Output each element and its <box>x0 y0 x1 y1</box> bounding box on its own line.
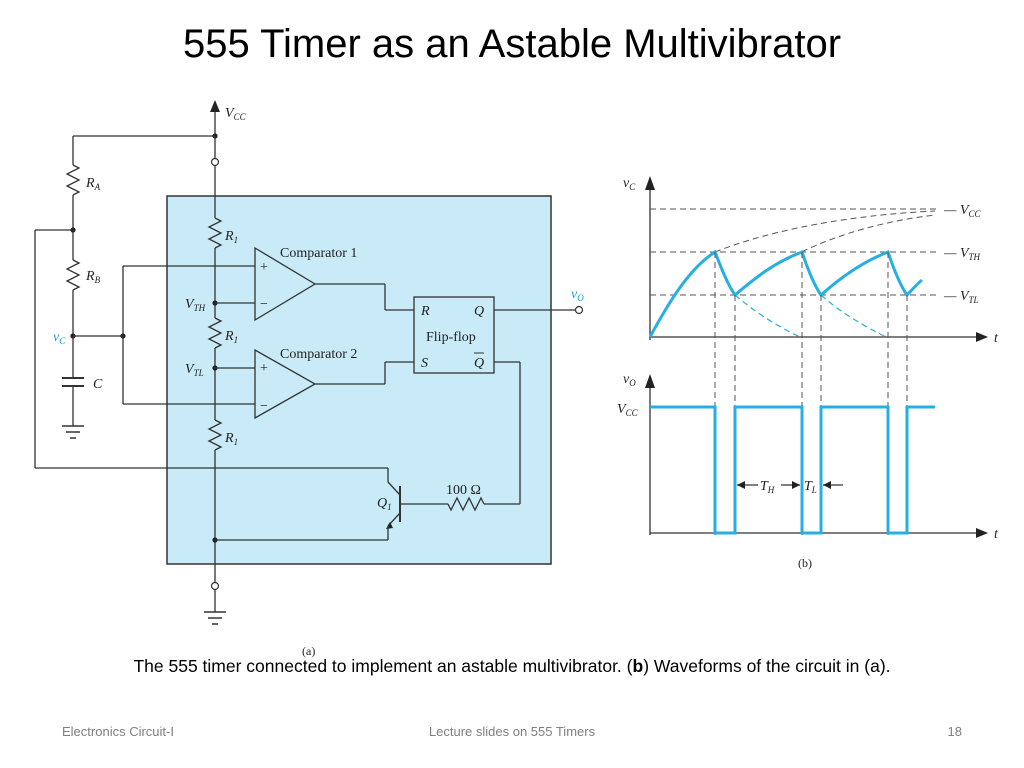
vc-axis-label: vC <box>623 176 636 192</box>
ground-bottom <box>204 611 226 625</box>
vcc-arrow-head <box>210 100 220 112</box>
comp2-plus: + <box>260 361 268 376</box>
vth-level-label: — VTH <box>943 246 981 262</box>
th-label: TH <box>760 479 775 495</box>
ic-555-box <box>166 195 552 565</box>
resistor-r1-mid <box>207 317 223 349</box>
resistor-r1-top <box>207 217 223 249</box>
charge-asymptote-1 <box>714 210 936 253</box>
comparator-2-label: Comparator 2 <box>280 347 357 362</box>
flip-flop-label: Flip-flop <box>426 330 476 345</box>
comparator-1 <box>254 246 317 322</box>
vtl-level-label: — VTL <box>943 289 979 305</box>
ground-left <box>62 425 84 439</box>
ff-s: S <box>421 356 428 371</box>
ff-q: Q <box>474 304 484 319</box>
c-label: C <box>93 377 103 392</box>
t-label-top: t <box>994 331 999 346</box>
r1-bottom-label: R1 <box>224 431 238 447</box>
figure-caption: The 555 timer connected to implement an … <box>133 656 891 676</box>
footer-course: Electronics Circuit-I <box>62 724 174 739</box>
transistor-q1 <box>215 468 401 541</box>
vo-label: vO <box>571 287 584 303</box>
ff-r: R <box>420 304 430 319</box>
comparator-1-label: Comparator 1 <box>280 246 357 261</box>
vth-label: VTH <box>185 297 206 313</box>
vcc-label: VCC <box>225 106 247 122</box>
resistor-100-label: 100 Ω <box>446 483 481 498</box>
discharge-continuation-1 <box>734 294 801 338</box>
slide-title: 555 Timer as an Astable Multivibrator <box>182 22 842 66</box>
ff-qbar: Q <box>474 356 484 371</box>
label-a: (a) <box>302 644 315 658</box>
circuit-a: VCC RA RB vC C <box>34 100 584 658</box>
page-number: 18 <box>947 724 962 739</box>
r1-top-label: R1 <box>224 229 238 245</box>
footer-topic: Lecture slides on 555 Timers <box>428 724 596 739</box>
pin-vcc <box>210 157 220 167</box>
t-label-bottom: t <box>994 527 999 542</box>
r1-mid-label: R1 <box>224 329 238 345</box>
pin-output <box>574 305 584 315</box>
pin-ground <box>210 581 220 591</box>
comp2-minus: − <box>260 399 268 414</box>
vc-node-label: vC <box>53 330 66 346</box>
flip-flop <box>413 296 495 374</box>
vcc-level-label: — VCC <box>943 203 982 219</box>
resistor-ra <box>65 164 81 196</box>
resistor-rb <box>65 259 81 291</box>
tl-label: TL <box>804 479 817 495</box>
waveforms-b: vC t — VCC — VTH — VTL vO t VCC <box>617 176 999 570</box>
resistor-r1-bottom <box>207 419 223 451</box>
q1-label: Q1 <box>377 496 392 512</box>
rb-label: RB <box>85 269 101 285</box>
resistor-100 <box>447 496 485 512</box>
comp1-plus: + <box>260 260 268 275</box>
comparator-2 <box>254 348 317 420</box>
discharge-continuation-2 <box>820 294 887 338</box>
comp1-minus: − <box>260 297 268 312</box>
vo-axis-label: vO <box>623 372 636 388</box>
vo-vcc-label: VCC <box>617 402 639 418</box>
vtl-label: VTL <box>185 362 204 378</box>
vo-waveform <box>650 405 935 535</box>
label-b: (b) <box>798 556 812 570</box>
ra-label: RA <box>85 176 101 192</box>
